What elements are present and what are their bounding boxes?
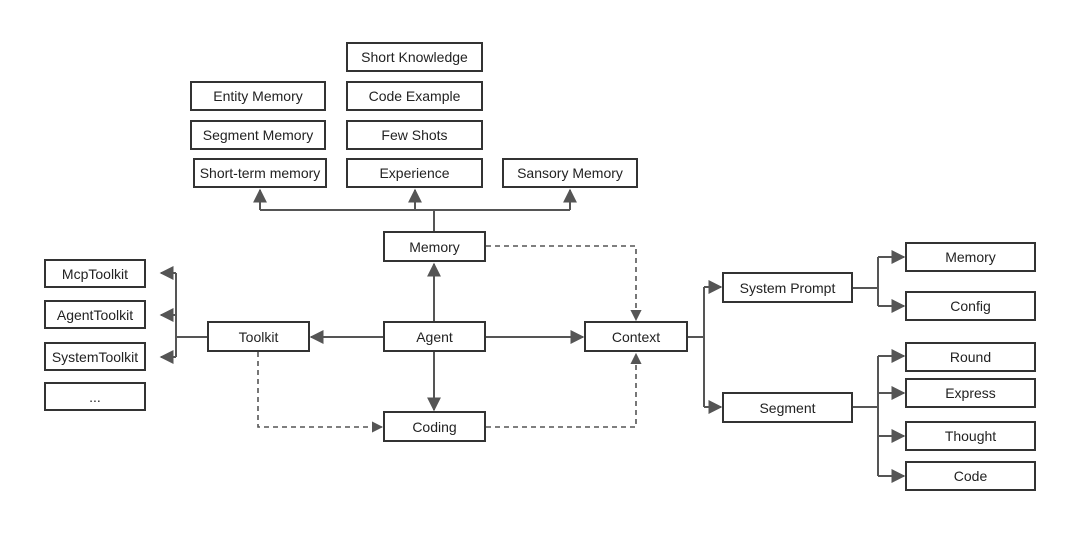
node-code-example: Code Example <box>346 81 483 111</box>
node-short-term-memory: Short-term memory <box>193 158 327 188</box>
node-context: Context <box>584 321 688 352</box>
edge-coding-context-dashed <box>486 352 642 428</box>
node-system-toolkit: SystemToolkit <box>44 342 146 371</box>
node-segment: Segment <box>722 392 853 423</box>
edge-toolkit-coding-dashed <box>257 352 384 433</box>
node-entity-memory: Entity Memory <box>190 81 326 111</box>
node-short-knowledge: Short Knowledge <box>346 42 483 72</box>
node-toolkit: Toolkit <box>207 321 310 352</box>
node-seg-code: Code <box>905 461 1036 491</box>
node-system-prompt: System Prompt <box>722 272 853 303</box>
edge-memory-context-dashed <box>486 245 642 322</box>
node-coding: Coding <box>383 411 486 442</box>
node-few-shots: Few Shots <box>346 120 483 150</box>
node-toolkit-more: ... <box>44 382 146 411</box>
node-agent-toolkit: AgentToolkit <box>44 300 146 329</box>
node-segment-memory: Segment Memory <box>190 120 326 150</box>
node-seg-round: Round <box>905 342 1036 372</box>
node-experience: Experience <box>346 158 483 188</box>
node-mcp-toolkit: McpToolkit <box>44 259 146 288</box>
node-seg-express: Express <box>905 378 1036 408</box>
node-sp-config: Config <box>905 291 1036 321</box>
node-agent: Agent <box>383 321 486 352</box>
node-sp-memory: Memory <box>905 242 1036 272</box>
node-sansory-memory: Sansory Memory <box>502 158 638 188</box>
node-memory: Memory <box>383 231 486 262</box>
node-seg-thought: Thought <box>905 421 1036 451</box>
